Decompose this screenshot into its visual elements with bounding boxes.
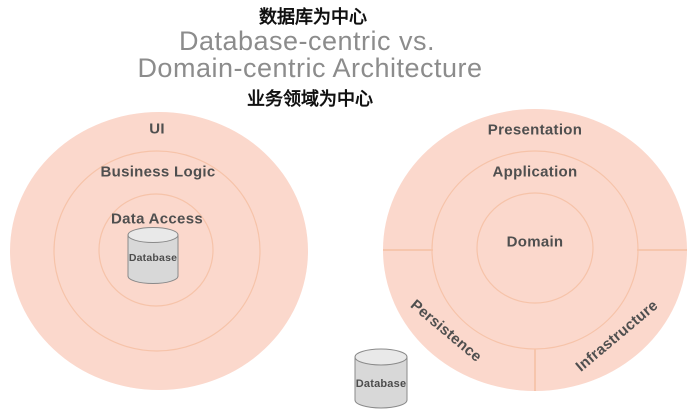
ring-label-application: Application [492,163,578,181]
cylinder-body [127,235,179,284]
left-inner-ring [98,193,214,307]
cylinder-top [127,227,179,243]
right-outer-ring [383,109,687,391]
ring-label-business-logic: Business Logic [100,163,216,181]
left-middle-ring [53,150,261,352]
database-label: Database [355,378,407,390]
ring-label-presentation: Presentation [487,121,583,139]
ring-label-domain: Domain [506,233,564,251]
title-line-2: Domain-centric Architecture [137,53,483,83]
cylinder-top [354,348,408,366]
title-line-1: Database-centric vs. [178,26,436,56]
annotation-database-centric-cn: 数据库为中心 [259,7,367,27]
right-inner-ring [476,192,594,304]
database-cylinder-icon [127,227,179,284]
annotation-domain-centric-cn: 业务领域为中心 [247,89,373,109]
ring-label-ui: UI [149,120,165,138]
domain-centric-circles [383,109,687,391]
external-database-cylinder-icon [354,348,408,409]
database-label: Database [128,252,178,264]
ring-label-data-access: Data Access [111,210,203,228]
cylinder-body [354,357,408,409]
